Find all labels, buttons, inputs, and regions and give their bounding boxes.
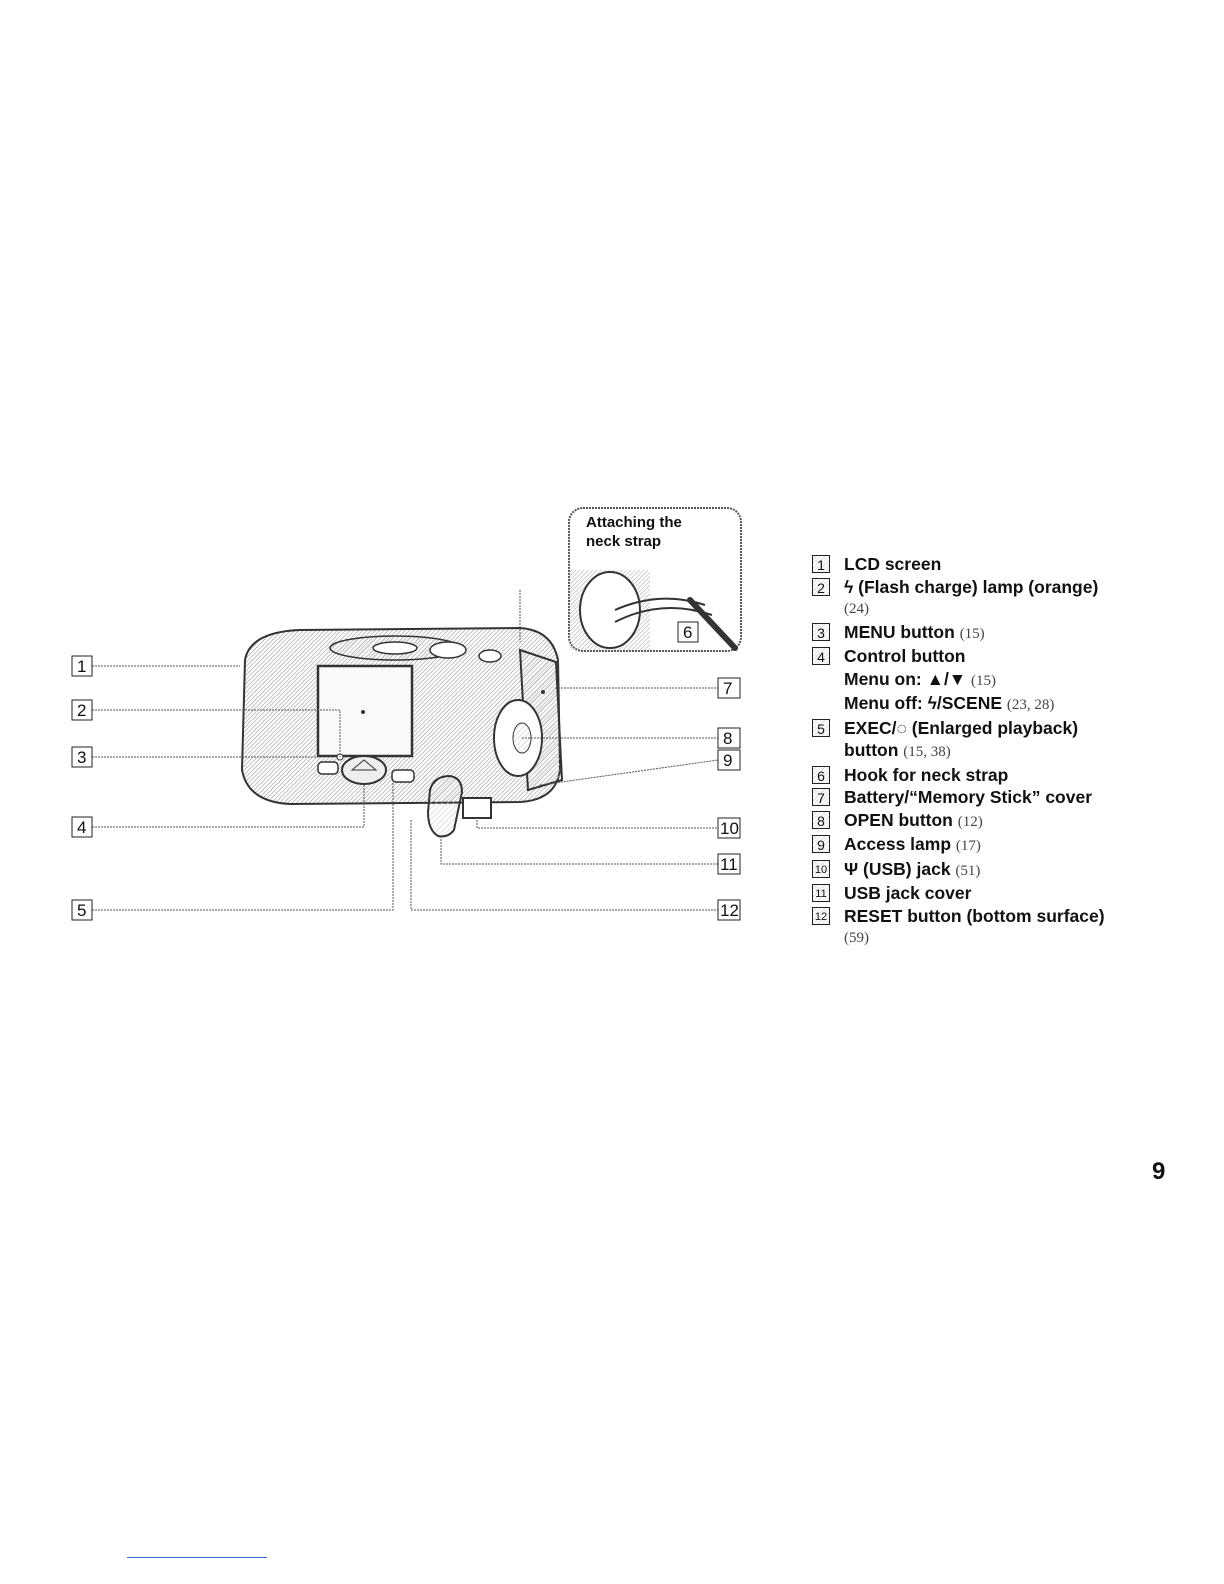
legend-num: 7	[812, 788, 830, 806]
legend-text: OPEN button	[844, 809, 953, 830]
legend-ref: (15)	[971, 672, 996, 689]
legend-ref: (12)	[957, 813, 983, 830]
legend-item-3: 3 MENU button (15)	[812, 621, 1142, 646]
legend-ref: (24)	[844, 601, 869, 617]
legend-item-8: 8 OPEN button (12)	[812, 809, 1142, 834]
legend-line: Menu off: ϟ/SCENE	[844, 693, 1003, 713]
legend-text: MENU button	[844, 621, 955, 642]
legend-ref: (15)	[959, 625, 985, 642]
callout-12: 12	[720, 901, 739, 920]
legend-text: Control button	[844, 646, 966, 666]
neck-strap-inset: Attaching the neck strap 6	[568, 507, 742, 652]
legend-num: 11	[812, 884, 830, 902]
legend-item-7: 7 Battery/“Memory Stick” cover	[812, 786, 1142, 809]
inset-callout-6: 6	[683, 623, 692, 642]
legend-num: 1	[812, 555, 830, 573]
callout-1: 1	[77, 657, 86, 676]
legend-text: Ψ (USB) jack	[844, 858, 951, 879]
legend-text: Battery/“Memory Stick” cover	[844, 787, 1093, 807]
callouts-right: 7 8 9 10 11 12	[717, 677, 741, 921]
legend-item-1: 1 LCD screen	[812, 553, 1142, 576]
legend-text: ϟ (Flash charge) lamp (orange)	[844, 576, 1099, 597]
callouts-left: 1 2 3 4 5	[71, 655, 93, 921]
callout-11: 11	[720, 855, 738, 874]
legend-item-5: 5 EXEC/◌ (Enlarged playback) button (15,…	[812, 717, 1142, 764]
usb-jack-cover	[426, 774, 464, 838]
legend-ref: (59)	[844, 930, 869, 946]
legend-text: LCD screen	[844, 554, 942, 574]
legend-num: 8	[812, 810, 830, 829]
legend-num: 3	[812, 622, 830, 641]
inset-title-1: Attaching the	[586, 514, 682, 531]
menu-button	[317, 761, 339, 775]
callout-5: 5	[77, 901, 86, 920]
page-number: 9	[1152, 1158, 1166, 1185]
legend-item-11: 11 USB jack cover	[812, 882, 1142, 905]
legend-num: 6	[812, 765, 830, 784]
legend-item-10: 10 Ψ (USB) jack (51)	[812, 858, 1142, 883]
callout-8: 8	[723, 729, 732, 748]
legend-text: EXEC/◌ (Enlarged playback)	[844, 717, 1079, 738]
usb-jack	[462, 797, 492, 819]
legend-num: 5	[812, 718, 830, 737]
callout-3: 3	[77, 748, 86, 767]
legend-ref: (15, 38)	[903, 744, 951, 760]
legend-num: 2	[812, 577, 830, 596]
legend-ref: (17)	[955, 838, 981, 854]
leader-lines	[92, 590, 719, 911]
callout-2: 2	[77, 701, 86, 720]
callout-9: 9	[723, 751, 732, 770]
legend-item-9: 9 Access lamp (17)	[812, 833, 1142, 858]
legend-ref: (51)	[955, 862, 981, 879]
legend-text: Access lamp	[844, 834, 952, 854]
camera-body	[240, 626, 564, 838]
legend-num: 4	[812, 647, 830, 665]
legend-line: Menu on: ▲/▼	[844, 668, 967, 689]
legend-item-2: 2 ϟ (Flash charge) lamp (orange) (24)	[812, 576, 1142, 621]
legend-item-6: 6 Hook for neck strap	[812, 764, 1142, 787]
callout-10: 10	[720, 819, 739, 838]
legend-line: button	[844, 740, 899, 760]
inset-title-2: neck strap	[586, 533, 661, 550]
legend-text: Hook for neck strap	[844, 764, 1009, 785]
legend-item-12: 12 RESET button (bottom surface) (59)	[812, 905, 1142, 950]
legend-num: 12	[812, 906, 830, 925]
legend-text: RESET button (bottom surface)	[844, 905, 1105, 926]
legend-num: 9	[812, 835, 830, 853]
legend-text: USB jack cover	[844, 883, 972, 903]
legend-item-4: 4 Control button Menu on: ▲/▼ (15) Menu …	[812, 645, 1142, 717]
footer-rule	[127, 1557, 267, 1558]
lcd-screen	[316, 664, 414, 758]
legend-num: 10	[812, 859, 830, 878]
legend-ref: (23, 28)	[1006, 697, 1055, 713]
callout-7: 7	[723, 679, 732, 698]
exec-button	[391, 769, 415, 783]
callout-4: 4	[77, 818, 86, 837]
parts-legend: 1 LCD screen 2 ϟ (Flash charge) lamp (or…	[812, 553, 1142, 950]
